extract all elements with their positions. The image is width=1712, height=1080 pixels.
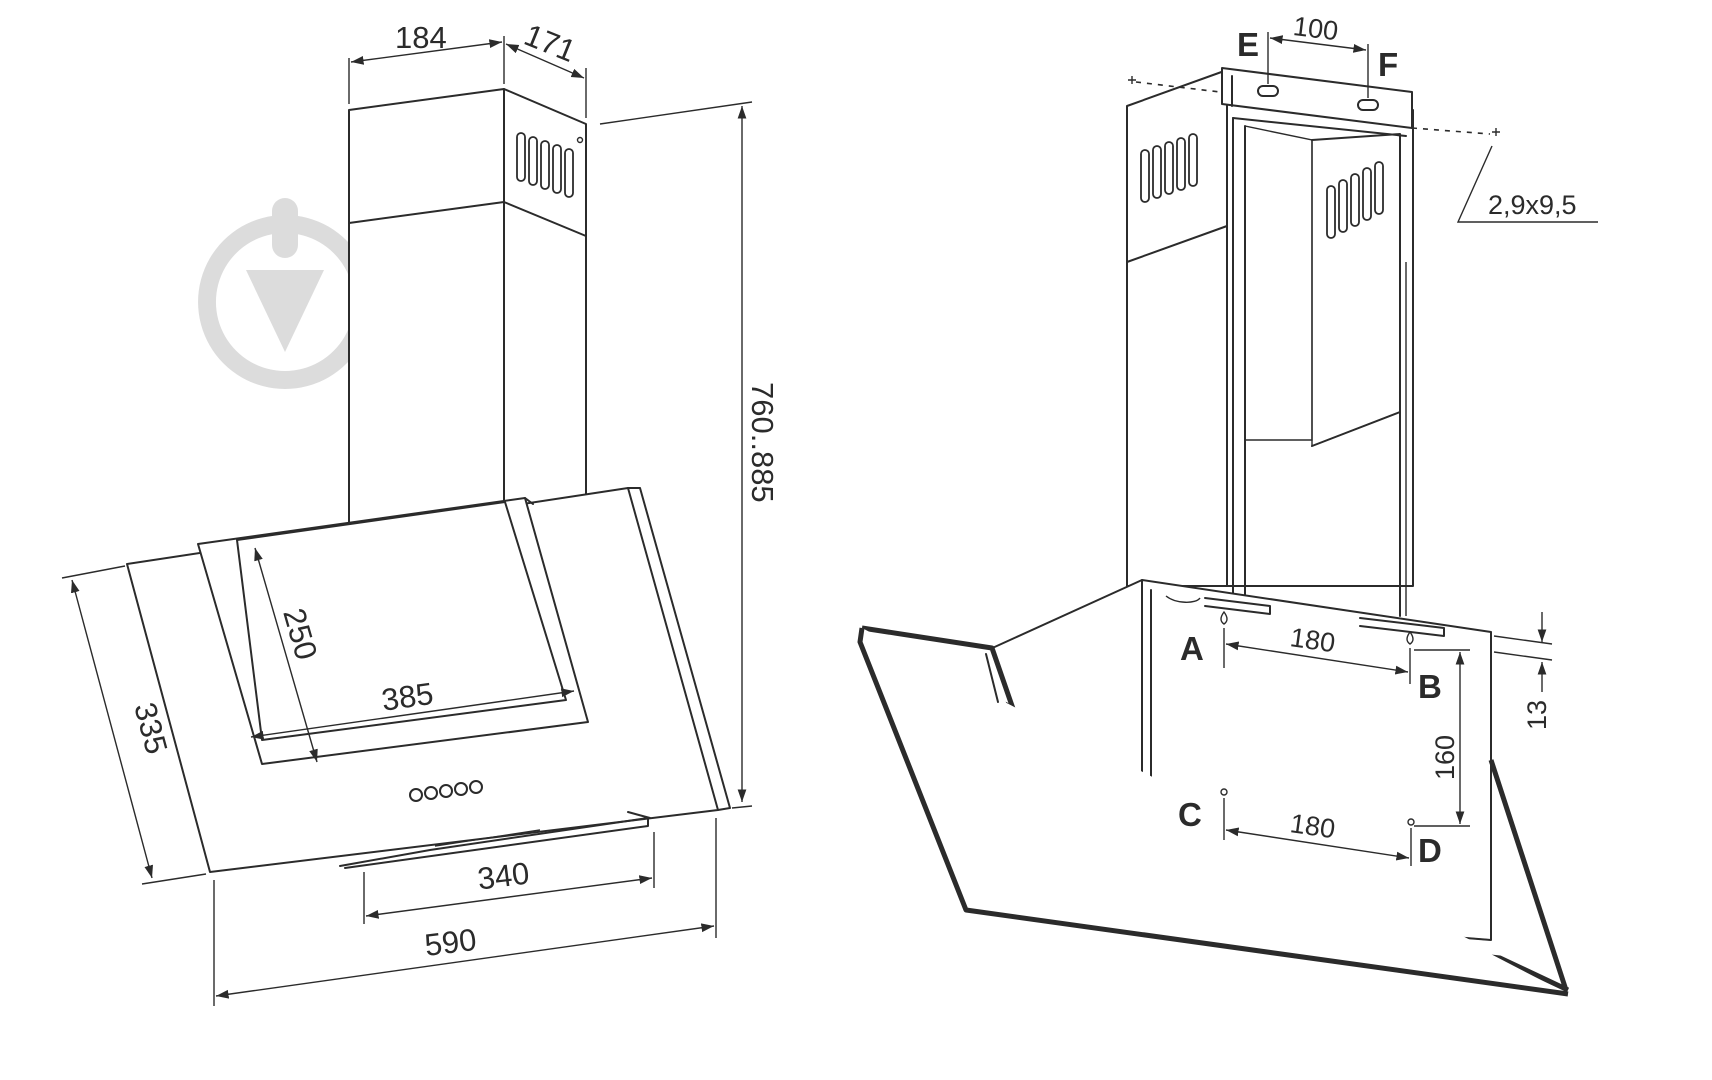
dim-label-385: 385 [379, 676, 435, 718]
dim-c-d-span: 180 C D [1178, 796, 1442, 869]
point-label-c: C [1178, 796, 1202, 833]
rear-glass-frame [857, 625, 1570, 997]
watermark-logo-left [198, 198, 373, 389]
front-chimney-vent [516, 132, 574, 198]
dim-label-184: 184 [395, 20, 447, 55]
dim-label-180-top: 180 [1288, 622, 1337, 658]
front-view: 184 171 760..885 250 385 [61, 17, 780, 1006]
rear-chimney [1126, 67, 1414, 617]
dim-label-180-bottom: 180 [1288, 808, 1337, 844]
dim-top-offset: 13 [1493, 612, 1553, 730]
point-label-f: F [1378, 46, 1398, 83]
dim-height-range: 760..885 [599, 101, 780, 809]
dim-label-340: 340 [476, 856, 532, 897]
dim-label-171: 171 [520, 17, 581, 69]
dim-bracket-span: 100 E F [1237, 11, 1398, 98]
dim-label-100: 100 [1291, 11, 1339, 46]
point-label-d: D [1418, 832, 1442, 869]
rear-view: 2,9x9,5 100 E F 180 A B 180 C D [857, 11, 1598, 997]
screw-size-label: 2,9x9,5 [1488, 190, 1577, 220]
dim-label-590: 590 [423, 922, 479, 963]
rear-chimney-vent-left [1140, 133, 1198, 203]
screw-lines: 2,9x9,5 [1128, 76, 1598, 223]
front-chimney [348, 88, 587, 533]
dim-panel-width: 385 [250, 676, 575, 740]
dim-a-b-span: 180 A B [1180, 622, 1442, 705]
point-label-a: A [1180, 630, 1204, 667]
dim-base-width: 340 [363, 832, 655, 924]
point-label-e: E [1237, 26, 1259, 63]
control-buttons [409, 780, 483, 802]
dim-label-160: 160 [1430, 735, 1460, 780]
dim-b-d-span: 160 [1414, 649, 1470, 827]
dim-chimney-width: 184 [348, 20, 505, 104]
dim-label-760-885: 760..885 [745, 382, 780, 503]
rear-chimney-vent-right [1326, 161, 1384, 239]
dim-overall-width: 590 [213, 818, 717, 1006]
dim-label-13: 13 [1522, 700, 1552, 730]
point-label-b: B [1418, 668, 1442, 705]
